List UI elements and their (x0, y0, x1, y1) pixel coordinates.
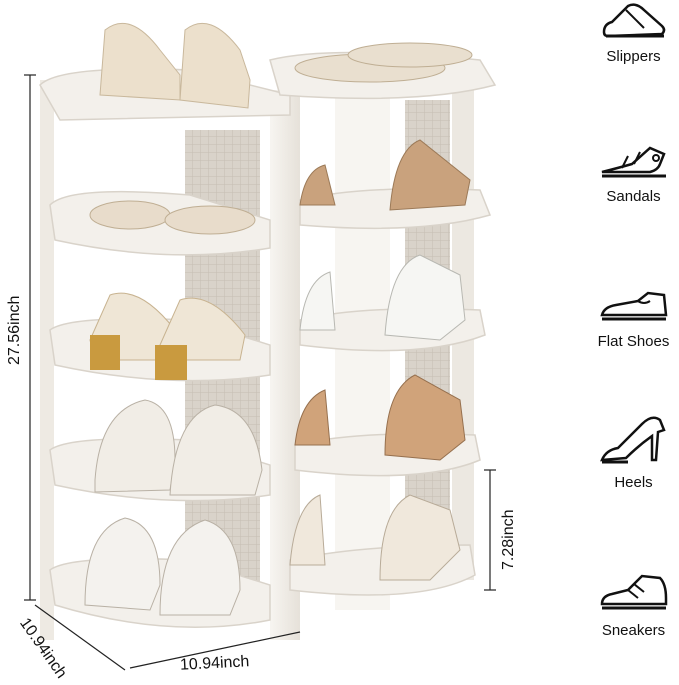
rack-post (40, 80, 54, 640)
legend-item-sandals: Sandals (588, 140, 679, 205)
width-dimension-label: 10.94inch (179, 653, 250, 674)
legend-label: Heels (614, 474, 653, 491)
shoe-type-legend: Slippers Sandals Flat Shoes Heels (588, 0, 679, 685)
legend-item-slippers: Slippers (588, 0, 679, 65)
legend-item-sneakers: Sneakers (588, 570, 679, 639)
sandal-icon (601, 146, 666, 178)
legend-label: Sneakers (601, 622, 666, 639)
legend-label: Flat Shoes (597, 333, 670, 350)
legend-label: Sandals (606, 188, 661, 205)
shoes (84, 22, 473, 616)
legend-item-flat-shoes: Flat Shoes (588, 285, 679, 350)
dimension-lines (24, 74, 496, 671)
legend-label: Slippers (606, 48, 661, 65)
slipper-icon (602, 3, 665, 38)
heel-icon (599, 416, 666, 464)
shoe-rack-photo (24, 22, 497, 671)
height-dimension-label: 27.56inch (6, 295, 23, 365)
flat-shoe-icon (599, 291, 667, 321)
shelf-gap-dimension-label: 7.28inch (500, 509, 517, 571)
legend-item-heels: Heels (588, 410, 679, 491)
sneaker-icon (600, 574, 667, 610)
